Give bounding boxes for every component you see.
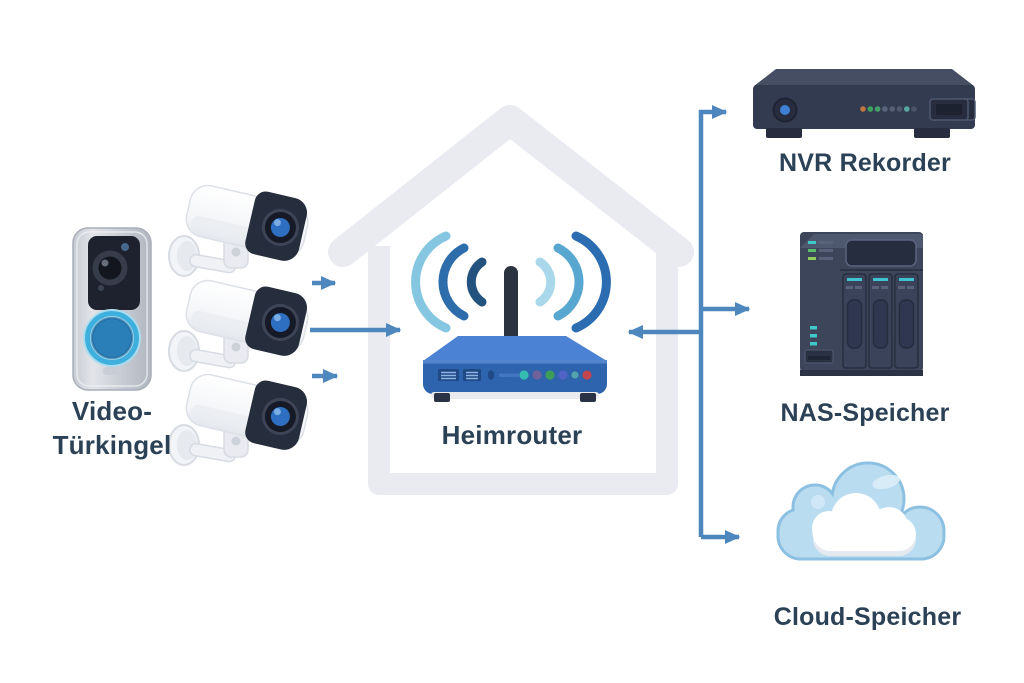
trunk-and-arrow-to-nvr bbox=[698, 104, 728, 537]
doorbell-label-line2: Türkingel bbox=[52, 430, 172, 460]
cloud-label: Cloud-Speicher bbox=[773, 603, 962, 631]
router-label: Heimrouter bbox=[441, 420, 583, 450]
wifi-waves-icon bbox=[411, 231, 611, 333]
nas-status-leds bbox=[808, 241, 833, 346]
nvr-label: NVR Rekorder bbox=[779, 149, 951, 177]
router-icon bbox=[411, 231, 611, 402]
doorbell-label: Video- Türkingel bbox=[22, 394, 202, 462]
nas-storage-icon bbox=[800, 232, 923, 376]
doorbell-status-led bbox=[121, 243, 129, 251]
doorbell-label-line1: Video- bbox=[71, 396, 153, 426]
doorbell-icon bbox=[72, 227, 152, 391]
router-status-leds bbox=[519, 370, 592, 380]
nvr-power-button bbox=[780, 105, 790, 115]
nvr-recorder-icon bbox=[753, 69, 976, 138]
cloud-storage-icon bbox=[776, 461, 946, 561]
nas-drive-bays bbox=[842, 273, 919, 369]
nas-label: NAS-Speicher bbox=[780, 399, 950, 427]
nvr-status-leds bbox=[860, 106, 917, 112]
